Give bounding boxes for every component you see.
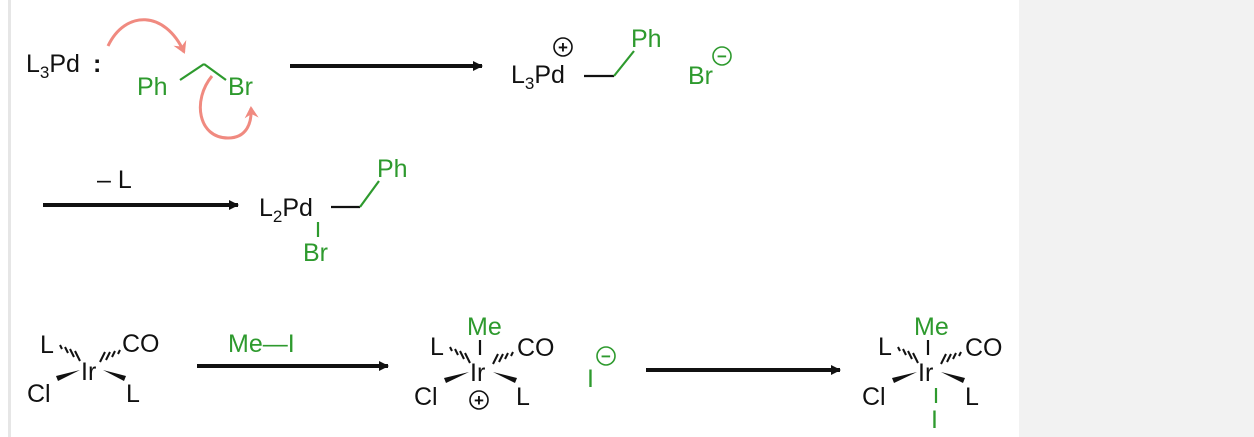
p1-ligand-count: 3 [525, 74, 534, 93]
p2-br: Br [303, 239, 328, 267]
p1-charge-circle [553, 37, 573, 57]
p1-ph: Ph [631, 25, 662, 53]
m-plus: + [474, 391, 484, 410]
lone-pair: : [93, 50, 101, 78]
benzyl-br: Br [228, 73, 253, 101]
p-l-bottom: L [965, 383, 979, 411]
p2-ligand-count: 2 [273, 207, 282, 226]
r-wedge-l [103, 370, 126, 381]
reagent-mei: Me—I [228, 330, 295, 358]
m-co: CO [517, 334, 555, 362]
scheme1-benzyl-bromide: Ph Br [137, 63, 253, 101]
p-l-top: L [878, 333, 892, 361]
p-co: CO [965, 334, 1003, 362]
curly-arrow-attack [106, 18, 187, 54]
p2-metal: Pd [282, 194, 313, 222]
p1-plus: + [558, 38, 568, 57]
iodide-charge-circle [596, 346, 616, 366]
pd-ligand-count: 3 [40, 63, 49, 82]
bromide: Br [688, 62, 713, 90]
right-side-panel [1019, 0, 1254, 437]
bromide-minus: − [717, 47, 727, 66]
p-wedge-l [941, 372, 965, 383]
p-cl: Cl [862, 383, 886, 411]
m-hashed-bond-l [449, 346, 471, 364]
m-ir: Ir [470, 359, 485, 387]
scheme1-cation-product: L3Pd + Ph Br − [511, 25, 732, 93]
ir-product: Me L CO Ir Cl L I [862, 313, 1003, 434]
scheme1-reactant-pd: L3Pd : [26, 50, 101, 82]
iodide-minus: − [601, 347, 611, 366]
curly-arrow-leaving [198, 75, 259, 140]
r-hashed-bond-l [59, 344, 81, 362]
m-wedge-cl [444, 372, 469, 383]
benzyl-ph: Ph [137, 73, 168, 101]
benzyl-bond-left [179, 63, 205, 81]
m-l-top: L [430, 333, 444, 361]
svg-text:L3Pd: L3Pd [511, 61, 565, 93]
svg-text:L3Pd: L3Pd [26, 50, 80, 82]
p-wedge-cl [892, 372, 917, 383]
p-i: I [931, 406, 938, 434]
p2-ch2-ph-bond [359, 180, 380, 208]
scheme2-product: L2Pd Ph Br [259, 155, 408, 267]
p2-ph: Ph [377, 155, 408, 183]
p-me: Me [914, 313, 949, 341]
m-wedge-l [493, 372, 517, 383]
pd-metal: Pd [49, 50, 80, 78]
r-ir: Ir [81, 358, 96, 386]
p-ir: Ir [918, 359, 933, 387]
m-cl: Cl [414, 383, 438, 411]
p-hashed-bond-co [940, 351, 962, 365]
p1-ligand: L [511, 61, 525, 89]
ir-reactant: L CO Ir Cl L [27, 330, 160, 408]
m-me: Me [467, 313, 502, 341]
r-hashed-bond-co [99, 349, 121, 363]
svg-text:L2Pd: L2Pd [259, 194, 313, 226]
left-margin-rule [8, 0, 11, 437]
p-hashed-bond-l [897, 346, 919, 364]
p2-ligand: L [259, 194, 273, 222]
r-l-top: L [40, 331, 54, 359]
m-charge-circle [469, 390, 489, 410]
benzyl-bond-right [203, 63, 227, 81]
m-l-bottom: L [516, 383, 530, 411]
iodide: I [587, 365, 594, 393]
p1-metal: Pd [534, 61, 565, 89]
bromide-charge-circle [712, 46, 732, 66]
pd-ligand: L [26, 50, 40, 78]
r-co: CO [122, 330, 160, 358]
ch2-ph-bond [613, 50, 635, 77]
r-wedge-cl [56, 370, 80, 381]
condition-minus-l: – L [97, 166, 132, 194]
r-cl: Cl [27, 380, 51, 408]
ir-intermediate: Me L CO Ir Cl L + [414, 313, 555, 411]
r-l-bottom: L [126, 380, 140, 408]
m-hashed-bond-co [492, 351, 514, 365]
